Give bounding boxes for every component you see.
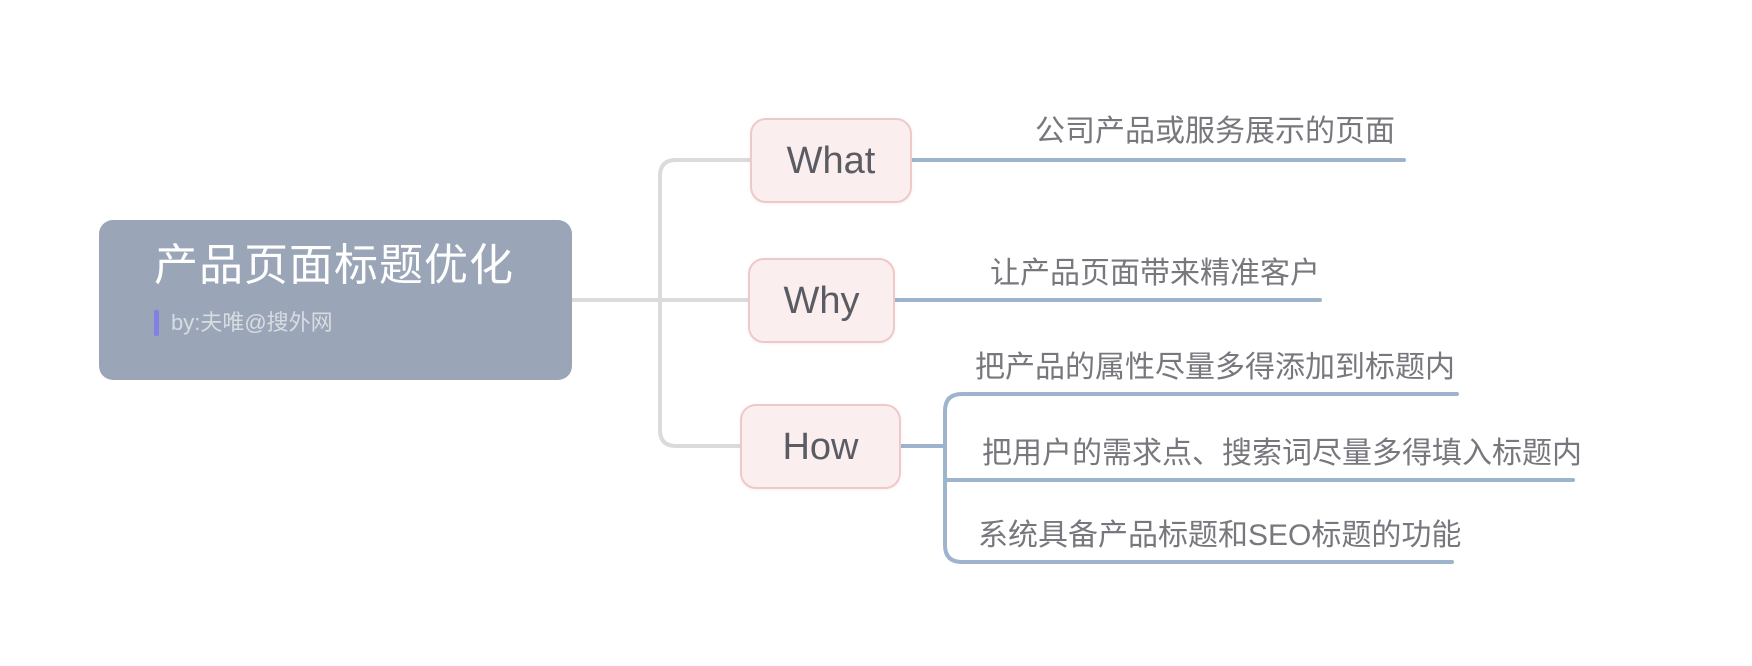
topic-node-why[interactable]: Why — [748, 258, 895, 343]
root-byline: by:夫唯@搜外网 — [154, 310, 333, 336]
topic-node-what[interactable]: What — [750, 118, 912, 203]
topic-label-why: Why — [783, 279, 860, 322]
subtopic-how-1[interactable]: 把产品的属性尽量多得添加到标题内 — [975, 351, 1455, 384]
byline-accent-bar — [154, 310, 159, 336]
root-topic-title: 产品页面标题优化 — [154, 241, 514, 290]
topic-label-how: How — [782, 425, 859, 468]
root-topic-node[interactable]: 产品页面标题优化 by:夫唯@搜外网 — [99, 220, 572, 380]
subtopic-how-2[interactable]: 把用户的需求点、搜索词尽量多得填入标题内 — [982, 437, 1582, 470]
subtopic-how-3[interactable]: 系统具备产品标题和SEO标题的功能 — [978, 519, 1462, 552]
topic-label-what: What — [786, 139, 876, 182]
byline-text: by:夫唯@搜外网 — [171, 310, 333, 335]
subtopic-what-1[interactable]: 公司产品或服务展示的页面 — [1035, 115, 1395, 148]
topic-node-how[interactable]: How — [740, 404, 901, 489]
subtopic-why-1[interactable]: 让产品页面带来精准客户 — [990, 257, 1320, 290]
connector-trunk — [658, 158, 752, 448]
